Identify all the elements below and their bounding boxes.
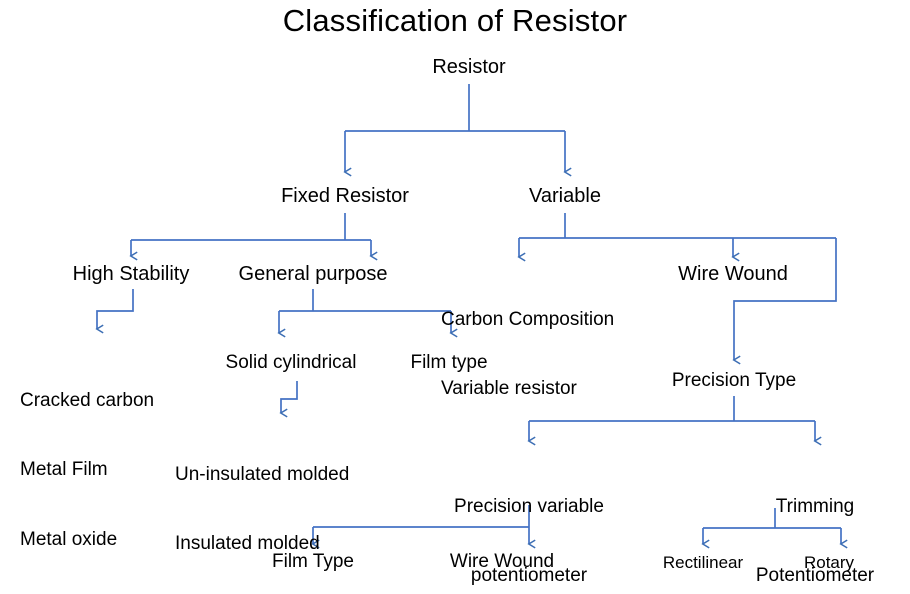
node-solid-cylindrical: Solid cylindrical [225, 352, 357, 373]
node-trimming-line1: Trimming [775, 495, 855, 517]
node-wire-wound-bottom: Wire Wound [449, 551, 555, 572]
node-rectilinear: Rectilinear [662, 553, 744, 572]
list-item: Cracked carbon [20, 389, 155, 411]
node-precision-variable-line2: potentiometer [470, 565, 588, 587]
node-precision-variable-potentiometer: Precision variable potentiometer [454, 450, 604, 594]
list-item: Insulated molded [175, 533, 320, 555]
list-item: Metal oxide [20, 528, 118, 550]
node-wire-wound-variable: Wire Wound [678, 263, 788, 285]
node-carbon-composition-variable-resistor: Carbon Composition Variable resistor [441, 263, 614, 447]
node-general-purpose: General purpose [238, 263, 388, 285]
node-precision-variable-line1: Precision variable [454, 495, 604, 517]
node-solid-cylindrical-items: Un-insulated molded Insulated molded [175, 418, 349, 594]
node-high-stability: High Stability [72, 263, 190, 285]
node-carbon-composition-line2: Variable resistor [441, 378, 577, 400]
node-resistor: Resistor [432, 56, 506, 78]
node-rotary: Rotary [803, 553, 855, 572]
node-film-type-bottom: Film Type [271, 551, 355, 572]
node-carbon-composition-line1: Carbon Composition [441, 308, 615, 330]
node-fixed-resistor: Fixed Resistor [281, 185, 409, 207]
page-title: Classification of Resistor [282, 3, 628, 38]
list-item: Metal Film [20, 459, 108, 481]
node-variable: Variable [529, 185, 601, 207]
node-high-stability-items: Cracked carbon Metal Film Metal oxide Wi… [20, 344, 154, 594]
list-item: Un-insulated molded [175, 463, 350, 485]
node-trimming-line2: Potentiometer [755, 565, 875, 587]
node-trimming-potentiometer: Trimming Potentiometer [756, 450, 874, 594]
node-film-type: Film type [410, 352, 488, 373]
node-precision-type: Precision Type [671, 370, 797, 391]
